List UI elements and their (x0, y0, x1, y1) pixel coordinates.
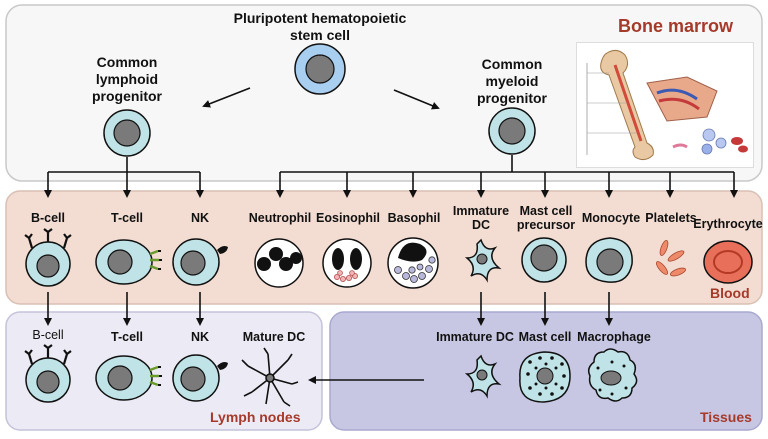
macrophage-cell (587, 348, 638, 402)
neutrophil-cell (254, 238, 304, 288)
tissue-immature-dc (464, 354, 502, 399)
lymphoid-progenitor-cell (103, 109, 151, 157)
mast-cell (519, 351, 571, 403)
down-arrows (44, 292, 613, 384)
lymph-nk-cell (172, 354, 228, 402)
bone-marrow-panel (5, 4, 763, 182)
platelets-label: Platelets (645, 211, 697, 225)
stem-cell (294, 43, 346, 95)
erythrocyte-cell (703, 240, 753, 284)
blood-t-cell-label: T-cell (111, 211, 143, 225)
tissues-label: Tissues (700, 409, 752, 425)
mast-cell-label: Mast cell (518, 330, 572, 344)
basophil-label: Basophil (387, 211, 441, 225)
blood-nk-cell (172, 238, 228, 286)
blood-immature-dc (464, 238, 502, 283)
mature-dc-cell (241, 347, 299, 407)
neutrophil-label: Neutrophil (248, 211, 312, 225)
lymph-b-cell (24, 344, 72, 403)
myeloid-progenitor-cell (488, 107, 536, 155)
mast-cell-precursor (521, 237, 567, 283)
lymph-b-cell-label: B-cell (32, 328, 64, 342)
stem-arrows (202, 87, 440, 110)
blood-nk-label: NK (190, 211, 210, 225)
lymphoid-progenitor-label: Common lymphoid progenitor (92, 54, 162, 104)
erythrocyte-label: Erythrocyte (693, 217, 763, 231)
mast-cell-precursor-label: Mast cell precursor (516, 204, 576, 232)
bone-marrow-label: Bone marrow (618, 16, 734, 36)
monocyte-label: Monocyte (581, 211, 641, 225)
lymph-nodes-panel (5, 311, 323, 431)
macrophage-label: Macrophage (577, 330, 651, 344)
lymph-t-cell-label: T-cell (111, 330, 143, 344)
eosinophil-label: Eosinophil (316, 211, 380, 225)
bone-illustration-art (586, 49, 748, 161)
lymph-t-cell (95, 355, 162, 401)
monocyte-cell (585, 237, 633, 283)
lymphoid-tree (44, 157, 204, 198)
lymph-nk-label: NK (190, 330, 210, 344)
blood-t-cell (95, 239, 162, 285)
stem-cell-label: Pluripotent hematopoietic stem cell (233, 10, 407, 43)
myeloid-progenitor-label: Common myeloid progenitor (477, 56, 547, 106)
myeloid-tree (276, 155, 738, 198)
lymph-nodes-label: Lymph nodes (210, 409, 301, 425)
platelets (655, 240, 686, 277)
blood-b-cell (24, 228, 72, 287)
blood-b-cell-label: B-cell (30, 211, 66, 225)
eosinophil-cell (322, 238, 372, 288)
bone-illustration (576, 42, 754, 168)
mature-dc-label: Mature DC (242, 330, 306, 344)
blood-label: Blood (710, 285, 750, 301)
tissue-immature-dc-label: Immature DC (436, 330, 514, 344)
blood-immature-dc-label: Immature DC (452, 204, 510, 232)
basophil-cell (387, 237, 439, 289)
